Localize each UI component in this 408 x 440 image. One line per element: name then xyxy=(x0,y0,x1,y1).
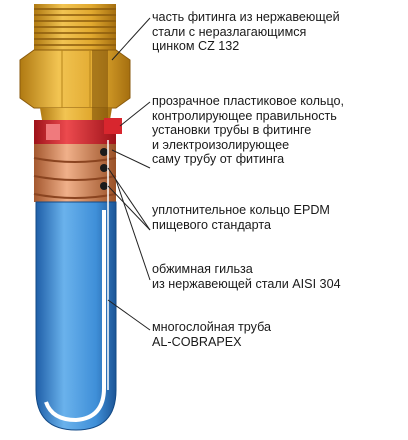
fitting-thread xyxy=(34,4,116,50)
seal-ring xyxy=(100,148,108,190)
label-plastic-ring: прозрачное пластиковое кольцо, контролир… xyxy=(152,94,345,167)
leader-lines xyxy=(107,17,151,331)
label-pipe: многослойная труба AL-COBRAPEX xyxy=(152,320,272,349)
plastic-ring xyxy=(34,118,122,144)
leader-seal-ring xyxy=(107,167,151,231)
label-seal-ring: уплотнительное кольцо EPDM пищевого стан… xyxy=(152,203,330,232)
label-fitting-body: часть фитинга из нержавеющей стали с нер… xyxy=(152,10,340,54)
leader-crimp-sleeve xyxy=(115,179,151,281)
label-crimp-sleeve: обжимная гильза из нержавеющей стали AIS… xyxy=(152,262,341,291)
leader-plastic-ring xyxy=(119,101,151,127)
multilayer-pipe xyxy=(35,140,117,431)
leader-fitting-body xyxy=(111,17,151,61)
fitting-body xyxy=(40,50,112,130)
leader-pipe xyxy=(107,299,151,331)
